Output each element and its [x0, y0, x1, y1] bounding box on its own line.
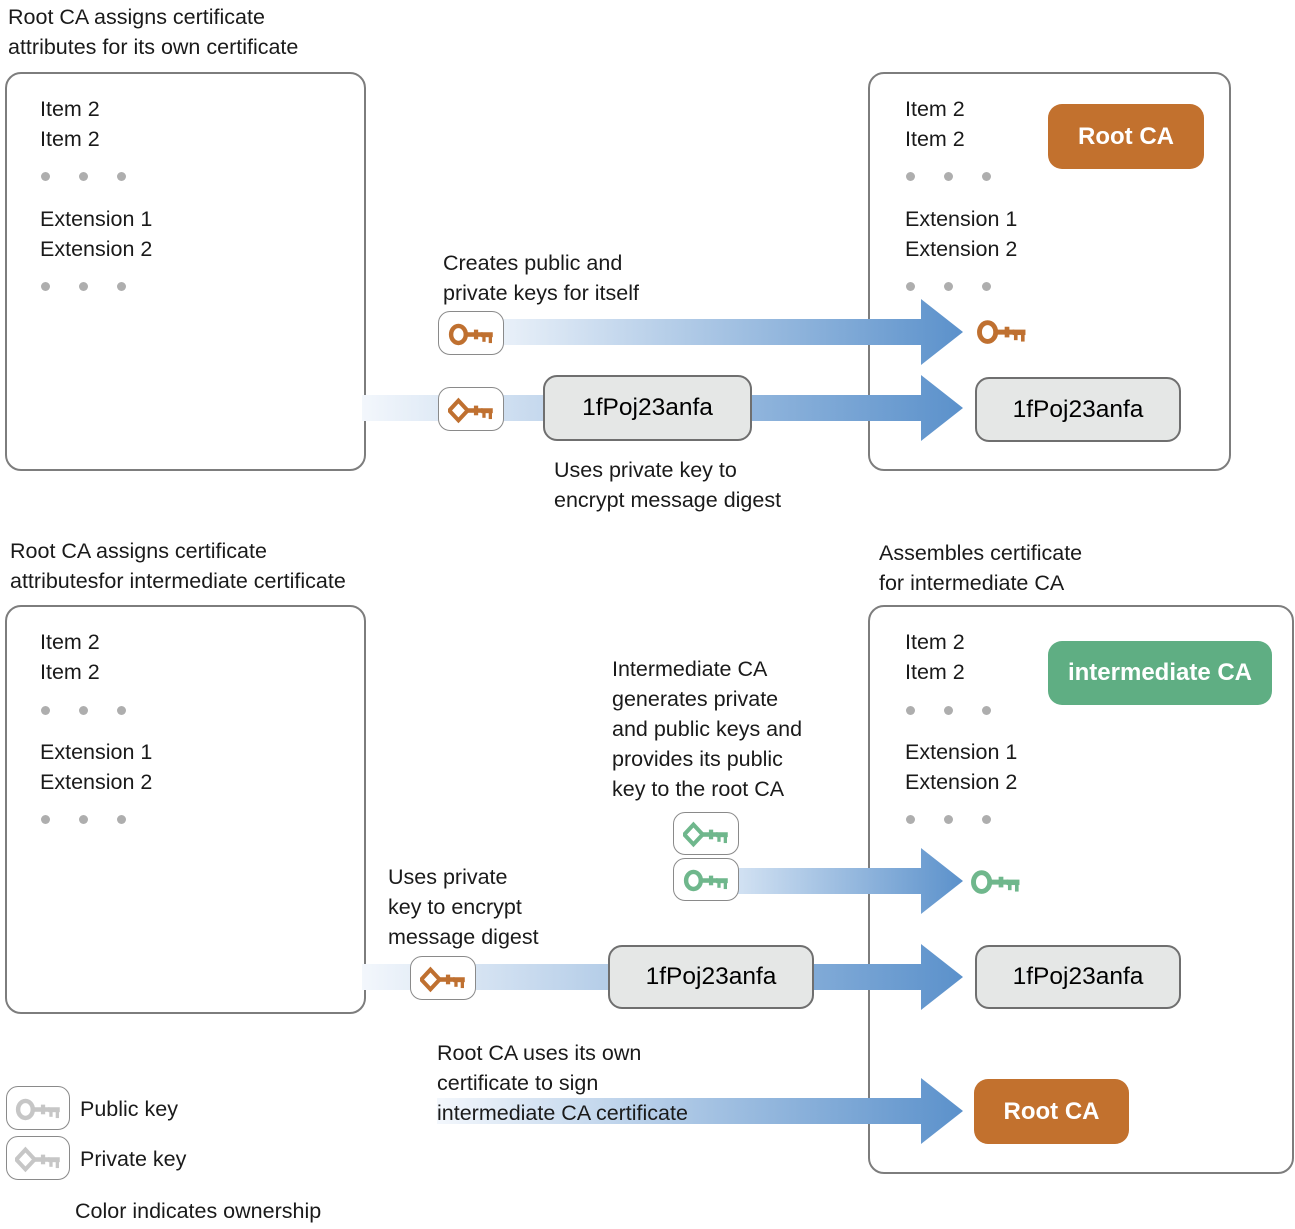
- legend-ownership-label: Color indicates ownership: [75, 1199, 322, 1223]
- signature-value-box: 1fPoj23anfa: [608, 945, 814, 1009]
- ellipsis-dots: [41, 706, 126, 715]
- legend-public-key-chip: [6, 1086, 70, 1130]
- legend-public-key-label: Public key: [80, 1097, 178, 1121]
- dot: [944, 706, 953, 715]
- cert-extension: Extension 2: [40, 237, 153, 261]
- legend-private-key-chip: [6, 1136, 70, 1180]
- dot: [41, 706, 50, 715]
- intermediate-draft-certificate-box: [5, 605, 366, 1014]
- dot: [79, 172, 88, 181]
- public-key-icon: [15, 1094, 62, 1123]
- ellipsis-dots: [906, 815, 991, 824]
- root-ca-badge: Root CA: [1048, 104, 1204, 169]
- dot: [117, 815, 126, 824]
- cert-extension: Extension 1: [40, 740, 153, 764]
- dot: [906, 282, 915, 291]
- dot: [79, 815, 88, 824]
- ellipsis-dots: [906, 282, 991, 291]
- private-key-icon: [420, 964, 467, 993]
- dot: [117, 706, 126, 715]
- cert-item: Item 2: [905, 630, 965, 654]
- signature-value-box: 1fPoj23anfa: [543, 375, 752, 441]
- dot: [41, 282, 50, 291]
- public-key-chip: [673, 858, 739, 901]
- cert-item: Item 2: [40, 660, 100, 684]
- public-key-icon: [448, 319, 495, 348]
- bottom-left-note: Root CA assigns certificate attributesfo…: [10, 539, 346, 593]
- root-ca-signer-badge: Root CA: [974, 1079, 1129, 1144]
- public-key-icon: [970, 865, 1022, 897]
- ellipsis-dots: [41, 815, 126, 824]
- public-key-chip: [438, 311, 504, 355]
- cert-extension: Extension 1: [40, 207, 153, 231]
- ellipsis-dots: [41, 282, 126, 291]
- dot: [944, 172, 953, 181]
- dot: [79, 282, 88, 291]
- cert-item: Item 2: [905, 660, 965, 684]
- private-key-chip: [673, 812, 739, 855]
- cert-item: Item 2: [40, 630, 100, 654]
- dot: [982, 815, 991, 824]
- dot: [906, 172, 915, 181]
- ellipsis-dots: [906, 706, 991, 715]
- dot: [906, 815, 915, 824]
- dot: [117, 172, 126, 181]
- cert-extension: Extension 2: [905, 770, 1018, 794]
- private-key-chip: [438, 387, 504, 431]
- dot: [79, 706, 88, 715]
- cert-item: Item 2: [905, 127, 965, 151]
- cert-extension: Extension 1: [905, 740, 1018, 764]
- dot: [906, 706, 915, 715]
- ellipsis-dots: [906, 172, 991, 181]
- dot: [944, 282, 953, 291]
- encrypt-digest-label: Uses private key to encrypt message dige…: [554, 458, 782, 512]
- dot: [982, 706, 991, 715]
- top-left-note: Root CA assigns certificate attributes f…: [8, 5, 299, 59]
- intermediate-generates-label: Intermediate CA generates private and pu…: [612, 657, 803, 801]
- root-ca-draft-certificate-box: [5, 72, 366, 471]
- private-key-chip: [410, 956, 476, 1000]
- intermediate-ca-badge: intermediate CA: [1048, 641, 1272, 705]
- dot: [41, 815, 50, 824]
- signature-value-box: 1fPoj23anfa: [975, 945, 1181, 1009]
- creates-keys-label: Creates public and private keys for itse…: [443, 251, 639, 305]
- cert-extension: Extension 2: [40, 770, 153, 794]
- dot: [117, 282, 126, 291]
- cert-extension: Extension 1: [905, 207, 1018, 231]
- dot: [41, 172, 50, 181]
- private-key-icon: [15, 1144, 62, 1173]
- private-key-icon: [683, 819, 730, 848]
- public-key-icon: [976, 315, 1028, 347]
- dot: [982, 282, 991, 291]
- legend-private-key-label: Private key: [80, 1147, 187, 1171]
- bottom-right-note: Assembles certificate for intermediate C…: [879, 541, 1083, 595]
- cert-extension: Extension 2: [905, 237, 1018, 261]
- dot: [982, 172, 991, 181]
- dot: [944, 815, 953, 824]
- private-key-icon: [448, 395, 495, 424]
- uses-private-key-label: Uses private key to encrypt message dige…: [388, 865, 539, 949]
- ellipsis-dots: [41, 172, 126, 181]
- root-signs-label: Root CA uses its own certificate to sign…: [437, 1041, 688, 1125]
- public-key-icon: [683, 865, 730, 894]
- signature-value-box: 1fPoj23anfa: [975, 377, 1181, 442]
- cert-item: Item 2: [40, 127, 100, 151]
- cert-item: Item 2: [905, 97, 965, 121]
- cert-item: Item 2: [40, 97, 100, 121]
